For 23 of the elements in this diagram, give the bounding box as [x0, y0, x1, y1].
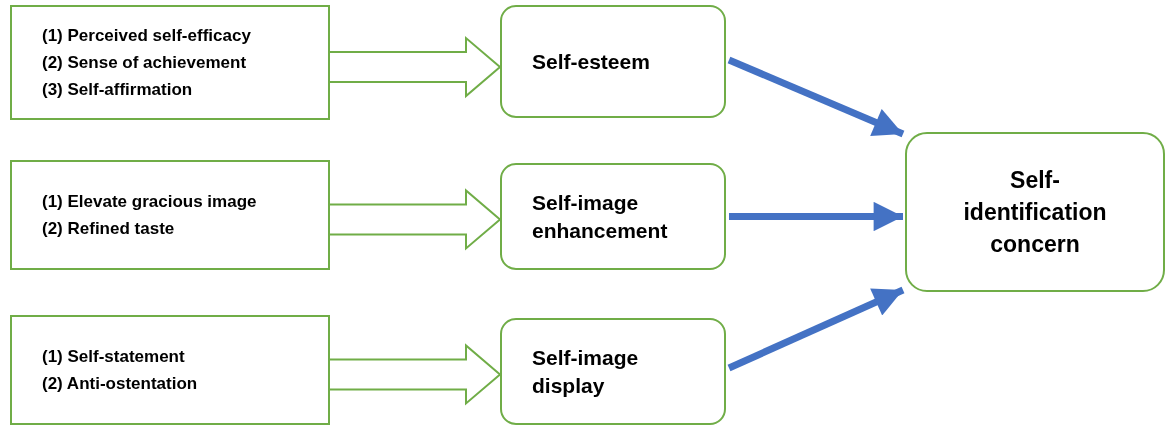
box-text: (1) Self-statement [42, 346, 185, 368]
box-text: (3) Self-affirmation [42, 79, 193, 101]
concept-box [905, 132, 1165, 292]
concept-box [500, 5, 726, 118]
box-text: Self-image display [532, 344, 640, 399]
box-text: Self-esteem [532, 48, 651, 75]
box-text: (2) Refined taste [42, 218, 175, 240]
concept-box [500, 163, 726, 270]
block-arrow [329, 343, 502, 406]
box-text: (1) Perceived self-efficacy [42, 25, 251, 47]
box-text: (2) Sense of achievement [42, 52, 247, 74]
block-arrow [329, 188, 502, 251]
factor-box [10, 5, 330, 120]
box-text: Self-identification concern [962, 166, 1108, 259]
arrow [727, 286, 905, 372]
factor-box [10, 315, 330, 425]
arrow [727, 56, 905, 138]
factor-box [10, 160, 330, 270]
block-arrow [329, 35, 502, 99]
box-text: Self-image enhancement [532, 189, 669, 244]
concept-box [500, 318, 726, 425]
box-text: (2) Anti-ostentation [42, 373, 198, 395]
box-text: (1) Elevate gracious image [42, 191, 257, 213]
